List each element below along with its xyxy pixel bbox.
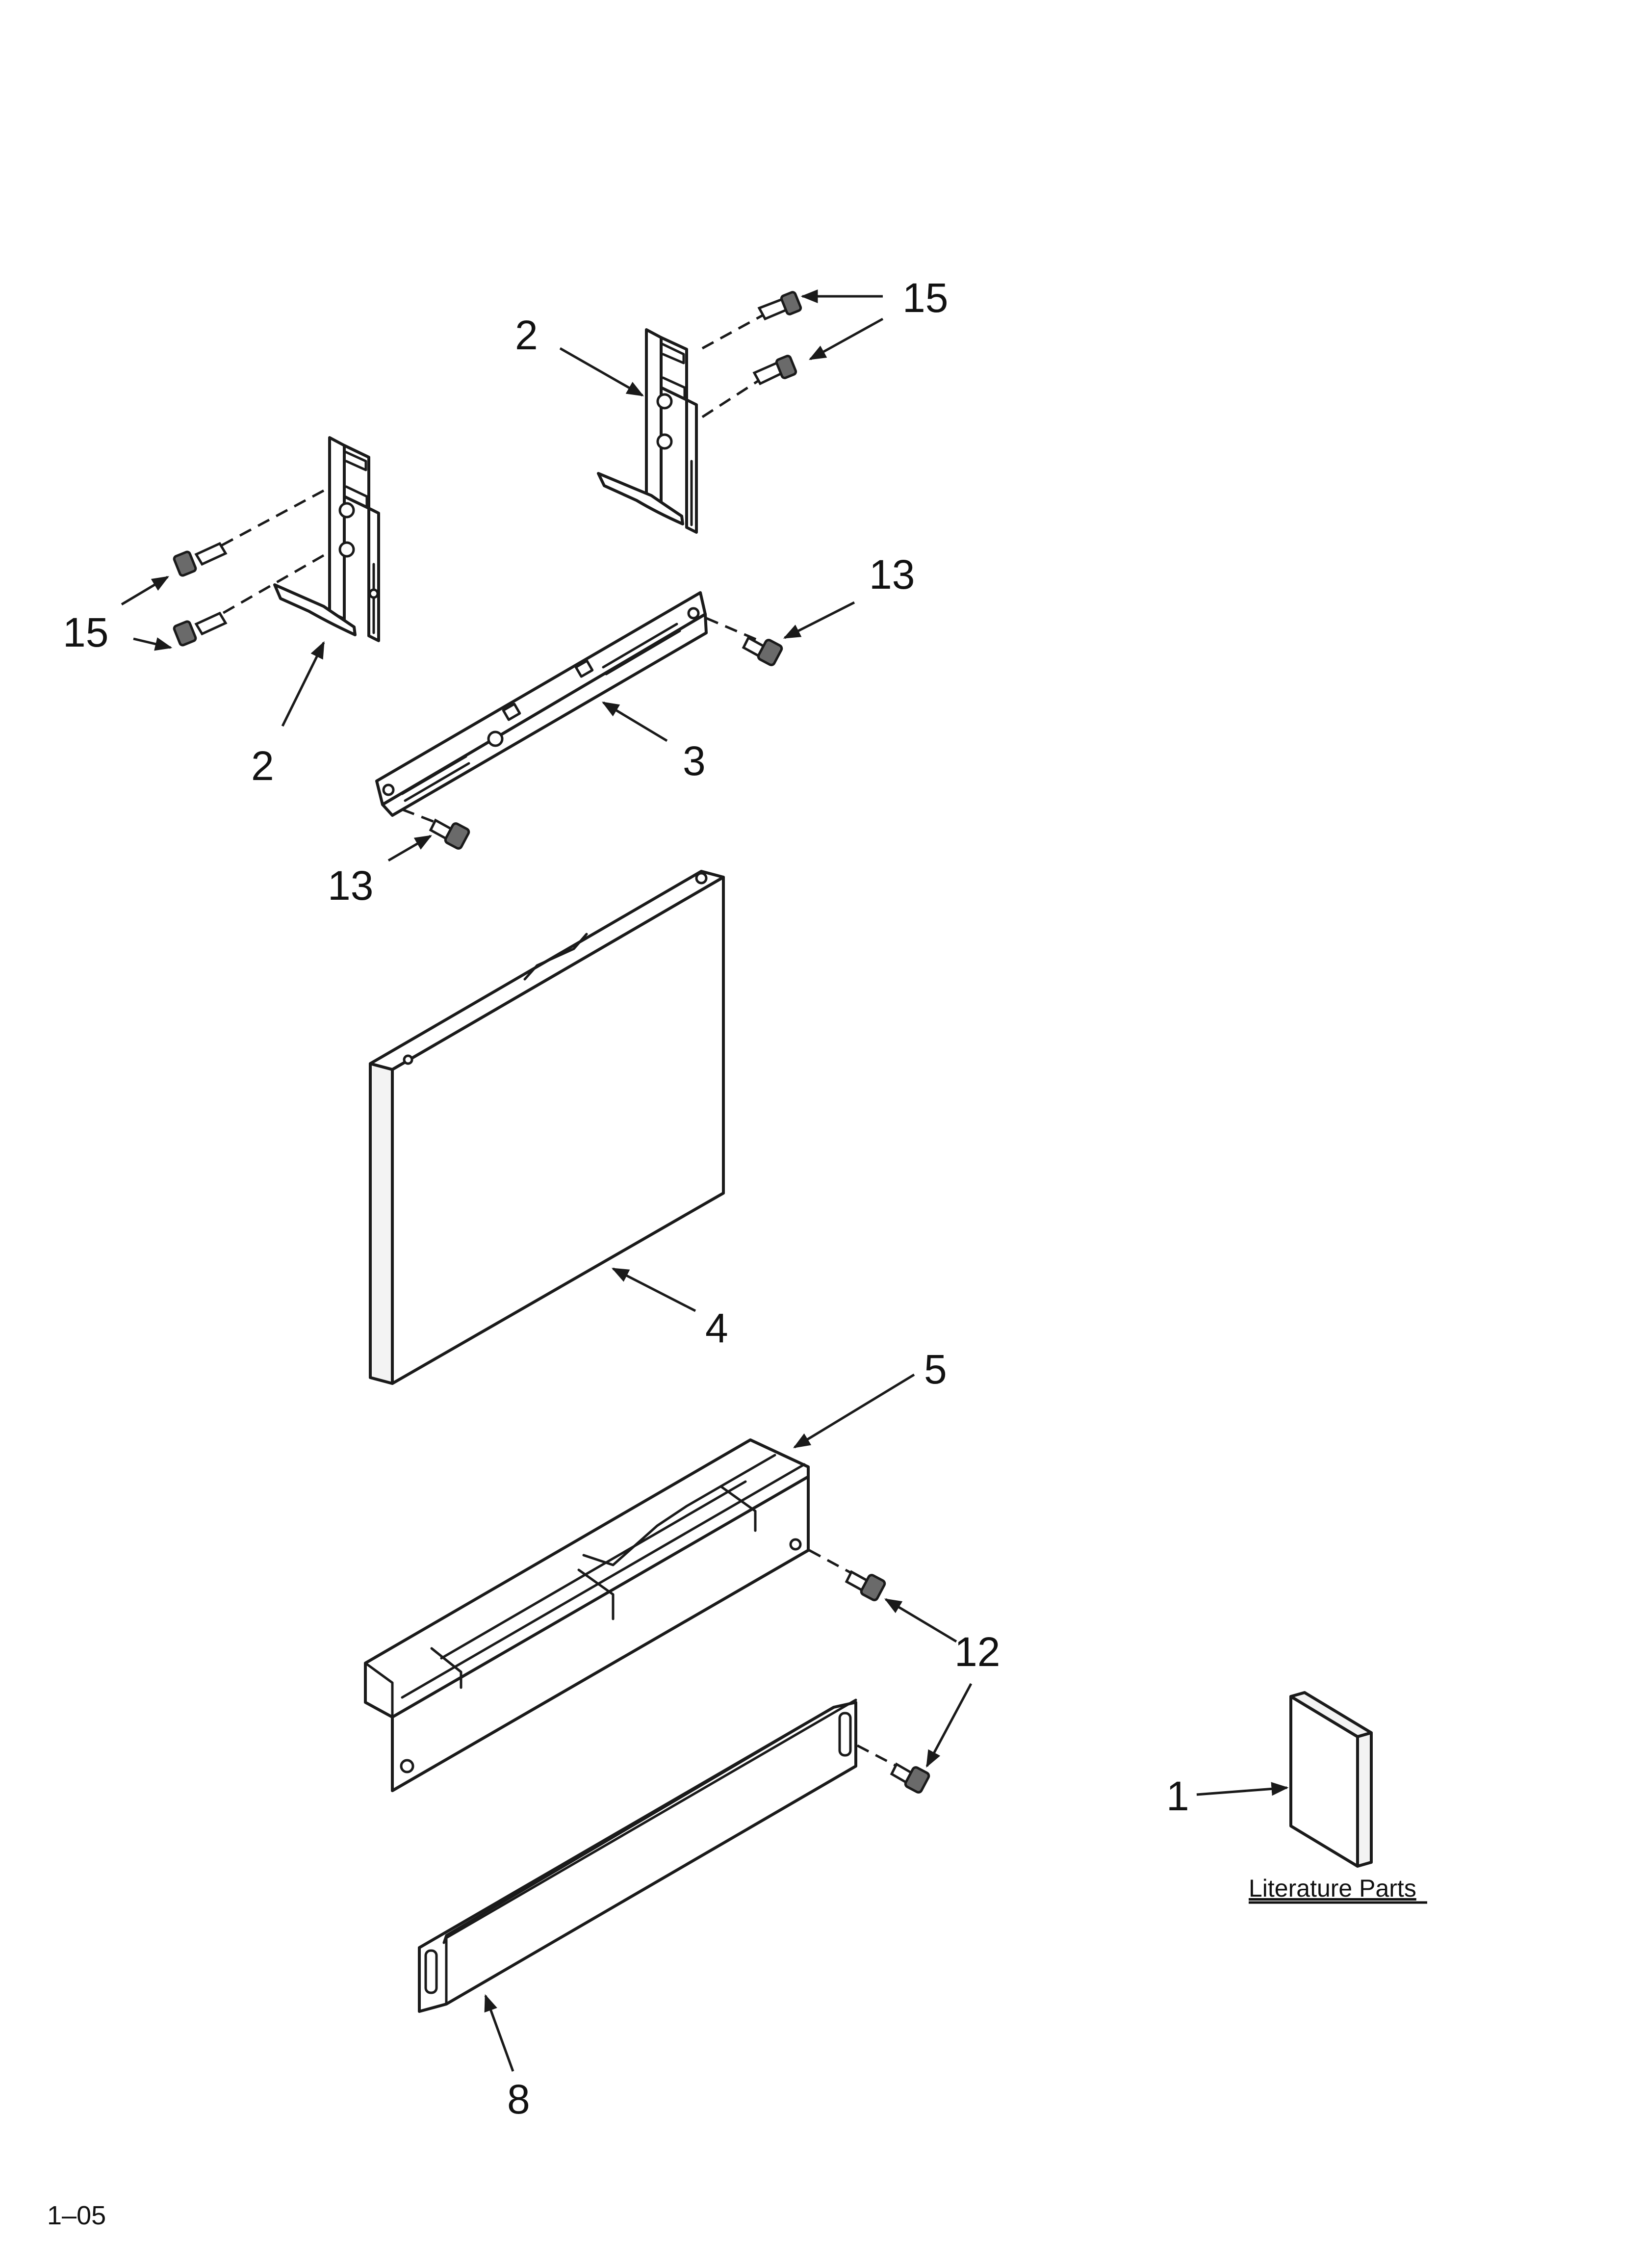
literature-parts-caption: Literature Parts [1249, 1875, 1416, 1902]
hinge-bracket-right [597, 328, 698, 534]
callout-12: 12 [954, 1629, 1000, 1675]
screw-15-left-upper [173, 489, 325, 577]
toe-panel-bracket [364, 1438, 810, 1792]
callout-13-left: 13 [328, 862, 373, 909]
bracket-hole [338, 541, 355, 558]
leader-lines [121, 289, 1289, 2072]
kick-plate [418, 1698, 857, 2013]
callout-2-left: 2 [251, 743, 274, 789]
door-panel [369, 870, 725, 1385]
screw-12-lower [856, 1744, 930, 1794]
screw-15-top-lower [701, 355, 797, 418]
screw-12-upper [808, 1549, 886, 1601]
callout-5: 5 [924, 1346, 947, 1392]
screw-15-left-lower [173, 554, 325, 647]
callout-2-top: 2 [515, 312, 538, 358]
callout-15-top: 15 [902, 275, 948, 321]
footer-code: 1–05 [47, 2201, 106, 2230]
callout-15-left: 15 [63, 609, 108, 655]
callout-4: 4 [705, 1305, 728, 1351]
callout-3: 3 [683, 738, 706, 784]
callout-1: 1 [1166, 1773, 1189, 1819]
bracket-hole [656, 433, 673, 450]
hinge-bracket-left [273, 436, 380, 642]
support-rail [375, 591, 708, 817]
callout-13-right: 13 [869, 551, 915, 598]
bracket-hole [656, 393, 673, 410]
literature-booklet [1289, 1691, 1373, 1868]
screw-15-top-upper [701, 291, 802, 350]
screw-13-right [706, 617, 783, 666]
callout-8: 8 [507, 2076, 530, 2122]
screw-13-left [402, 808, 470, 850]
bracket-hole [338, 502, 355, 519]
